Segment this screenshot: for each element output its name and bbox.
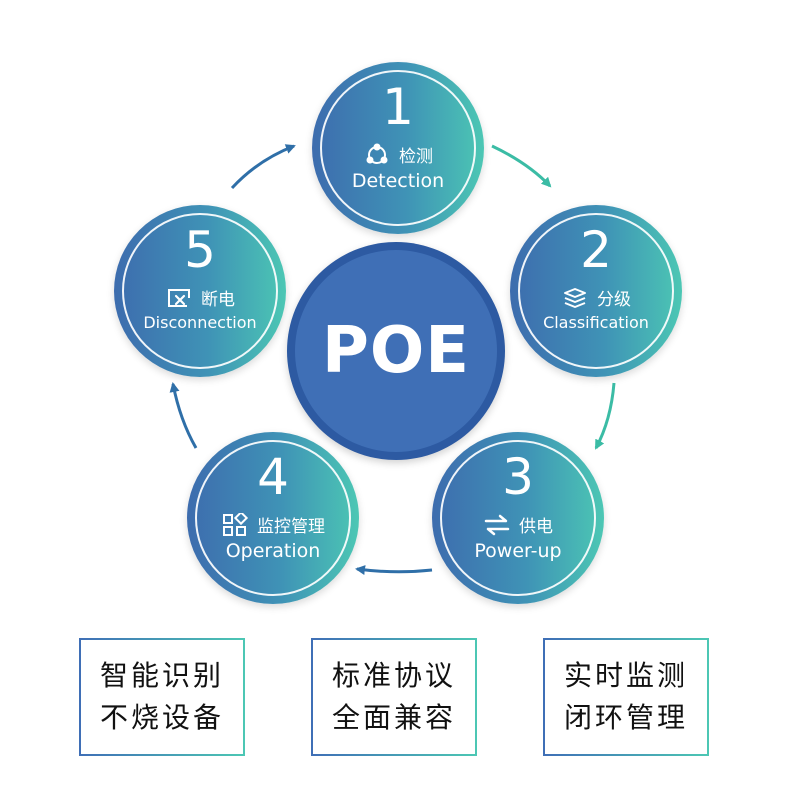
feature-line-1: 智能识别 bbox=[99, 659, 224, 692]
arrow-4-to-5 bbox=[169, 382, 198, 449]
step-label-cn-text: 监控管理 bbox=[257, 517, 325, 537]
feature-line-2: 不烧设备 bbox=[99, 701, 224, 734]
step-label-cn-text: 检测 bbox=[399, 147, 433, 167]
layers-icon bbox=[564, 287, 586, 308]
step-ring bbox=[122, 213, 278, 369]
exchange-arrows-icon bbox=[484, 514, 510, 535]
step-label-cn: 分级 bbox=[510, 285, 682, 310]
step-ring bbox=[320, 70, 476, 226]
step-operation: 4 监控管理 Operation bbox=[187, 432, 359, 604]
grid-apps-icon bbox=[223, 512, 249, 536]
step-label-en: Classification bbox=[543, 313, 649, 332]
step-detection: 1 检测 Detection bbox=[312, 62, 484, 234]
feature-box-standard-protocol: 标准协议 全面兼容 bbox=[311, 638, 477, 756]
step-number: 3 bbox=[502, 448, 534, 506]
step-label-en: Operation bbox=[225, 540, 321, 562]
step-label-en: Disconnection bbox=[143, 313, 257, 332]
step-label-en: Power-up bbox=[474, 540, 562, 562]
poe-center-inner: POE bbox=[295, 250, 497, 452]
feature-line-1: 标准协议 bbox=[331, 659, 456, 692]
step-number: 4 bbox=[257, 448, 289, 506]
step-label-cn: 断电 bbox=[114, 285, 286, 310]
feature-line-1: 实时监测 bbox=[563, 659, 688, 692]
feature-line-2: 闭环管理 bbox=[563, 701, 688, 734]
step-ring bbox=[195, 440, 351, 596]
step-number: 2 bbox=[580, 221, 612, 279]
step-label-cn: 监控管理 bbox=[187, 512, 359, 537]
step-ring bbox=[518, 213, 674, 369]
step-classification: 2 分级 Classification bbox=[510, 205, 682, 377]
arrow-1-to-2 bbox=[491, 144, 552, 188]
arrow-3-to-4 bbox=[355, 565, 433, 576]
poe-center-circle: POE bbox=[287, 242, 505, 460]
network-nodes-icon bbox=[366, 143, 388, 164]
arrow-2-to-3 bbox=[594, 382, 616, 450]
arrow-5-to-1 bbox=[230, 144, 296, 190]
feature-line-2: 全面兼容 bbox=[331, 701, 456, 734]
step-label-cn-text: 分级 bbox=[597, 290, 631, 310]
step-number: 1 bbox=[382, 78, 414, 136]
step-power-up: 3 供电 Power-up bbox=[432, 432, 604, 604]
step-ring bbox=[440, 440, 596, 596]
poe-center-label: POE bbox=[321, 314, 471, 388]
step-label-cn: 检测 bbox=[312, 142, 484, 167]
step-disconnection: 5 断电 Disconnection bbox=[114, 205, 286, 377]
feature-box-smart-identification: 智能识别 不烧设备 bbox=[79, 638, 245, 756]
window-close-icon bbox=[168, 288, 190, 307]
step-label-cn-text: 断电 bbox=[201, 290, 235, 310]
step-label-cn-text: 供电 bbox=[519, 517, 553, 537]
feature-box-realtime-monitoring: 实时监测 闭环管理 bbox=[543, 638, 709, 756]
step-label-en: Detection bbox=[351, 170, 445, 192]
step-number: 5 bbox=[184, 221, 216, 279]
step-label-cn: 供电 bbox=[432, 512, 604, 537]
